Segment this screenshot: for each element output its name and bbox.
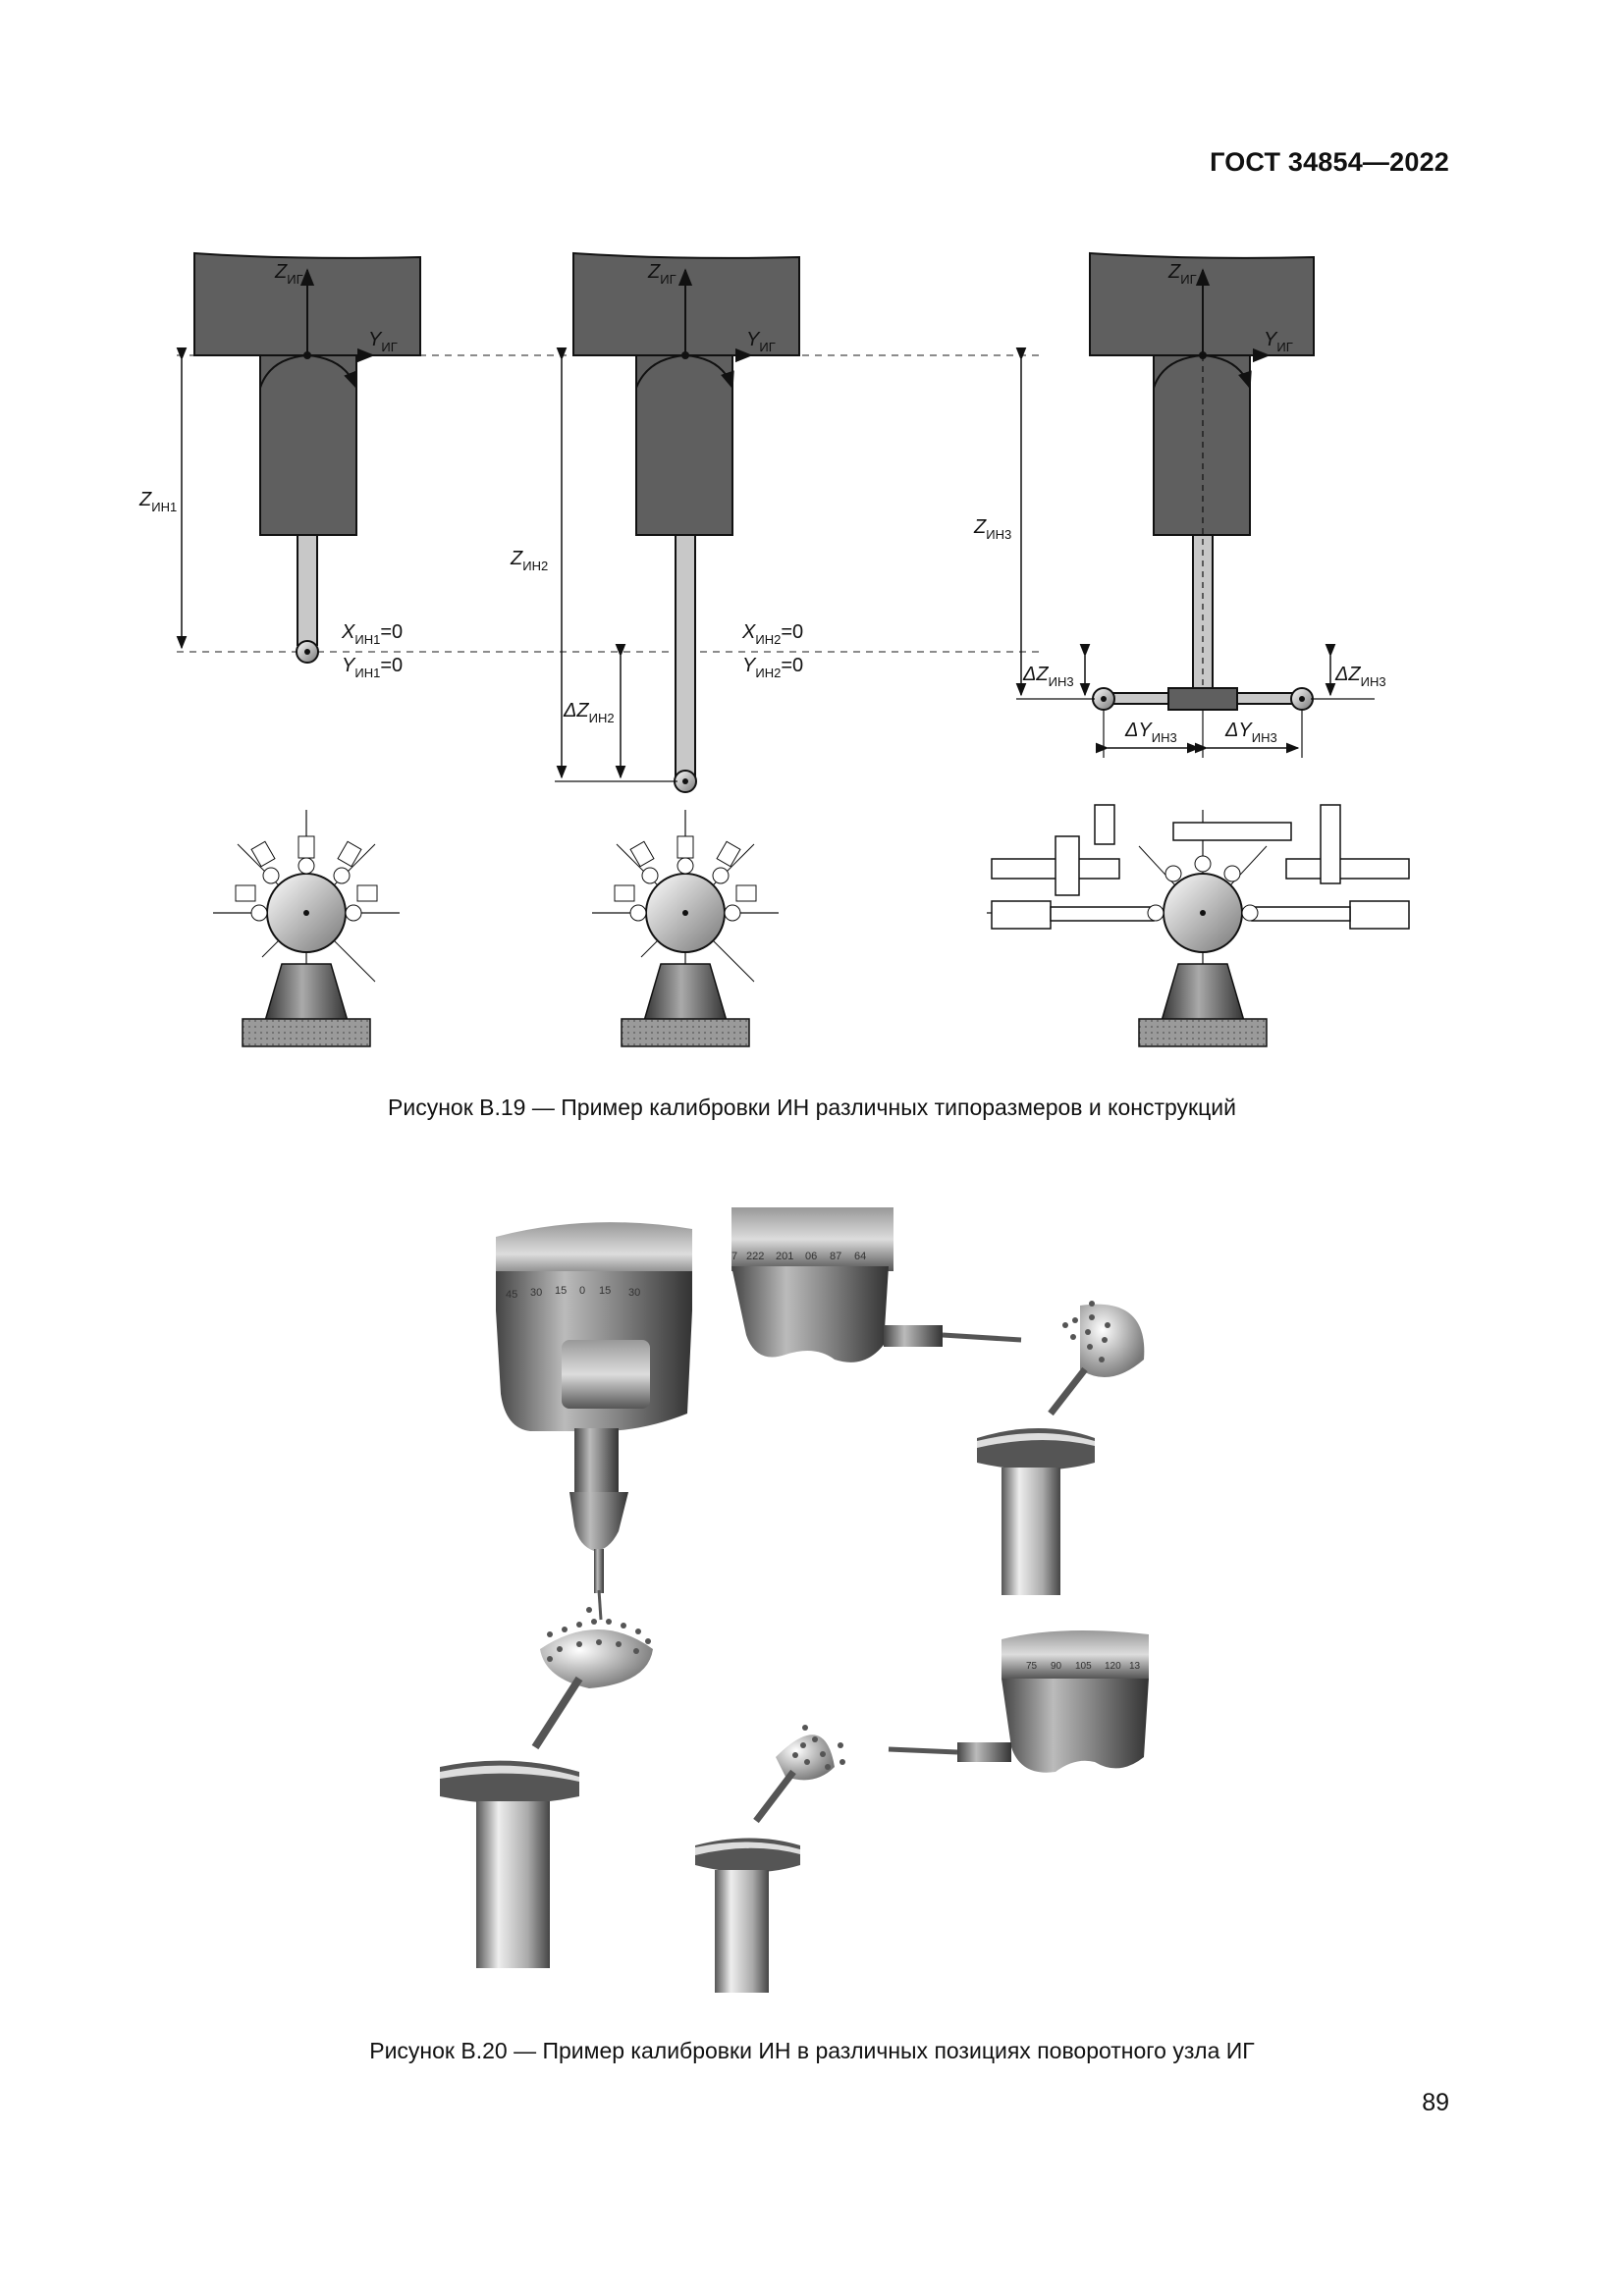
z-ig-label-3: ZИГ (1167, 261, 1197, 287)
z-ig-label-1: ZИГ (274, 261, 303, 287)
figure-20-caption: Рисунок В.20 — Пример калибровки ИН в ра… (369, 2038, 1255, 2063)
calibration-sphere-2 (592, 810, 779, 1047)
svg-text:30: 30 (628, 1287, 640, 1299)
cylinder-stand-b (977, 1428, 1095, 1595)
sphere-with-points-c (753, 1725, 845, 1824)
svg-text:06: 06 (805, 1251, 817, 1262)
dz-in3-label-left: ΔZИН3 (1022, 664, 1074, 689)
probe-head-3 (1089, 251, 1315, 711)
document-header: ГОСТ 34854—2022 (1210, 147, 1449, 177)
y-ig-label-2: YИГ (746, 329, 776, 354)
svg-text:64: 64 (854, 1251, 866, 1262)
z-in1-label: ZИН1 (138, 489, 177, 514)
x-in1-label: XИН1=0 (341, 621, 403, 647)
y-ig-label-1: YИГ (368, 329, 398, 354)
svg-text:15: 15 (599, 1285, 611, 1297)
cylinder-stand-a (440, 1760, 579, 1968)
dy-in3-label-right: ΔYИН3 (1224, 720, 1277, 745)
svg-text:120: 120 (1105, 1661, 1121, 1672)
svg-text:90: 90 (1051, 1661, 1062, 1672)
dimension-z-in2 (555, 347, 677, 782)
svg-text:75: 75 (1026, 1661, 1038, 1672)
z-in2-label: ZИН2 (510, 548, 548, 573)
dz-in2-label: ΔZИН2 (563, 700, 615, 725)
calibration-sphere-3 (987, 804, 1410, 1047)
svg-text:201: 201 (776, 1251, 793, 1262)
figure-20-illustration: 45 30 15 0 15 30 7 222 201 06 87 64 (440, 1207, 1149, 1993)
svg-text:45: 45 (506, 1289, 517, 1301)
probe-head-2 (572, 251, 800, 793)
y-in2-label: YИН2=0 (742, 655, 803, 680)
svg-text:13: 13 (1129, 1661, 1141, 1672)
probe-head-vertical: 45 30 15 0 15 30 (496, 1222, 692, 1621)
svg-text:15: 15 (555, 1285, 567, 1297)
svg-text:0: 0 (579, 1285, 585, 1297)
cylinder-stand-c (695, 1838, 800, 1993)
calibration-sphere-1 (213, 810, 400, 1047)
svg-text:87: 87 (830, 1251, 841, 1262)
z-in3-label: ZИН3 (973, 516, 1011, 542)
svg-text:30: 30 (530, 1287, 542, 1299)
probe-head-horizontal-c: 75 90 105 120 13 (888, 1630, 1149, 1773)
figure-19-caption: Рисунок В.19 — Пример калибровки ИН разл… (388, 1095, 1236, 1120)
svg-text:222: 222 (746, 1251, 764, 1262)
x-in2-label: XИН2=0 (741, 621, 803, 647)
y-ig-label-3: YИГ (1264, 329, 1293, 354)
svg-text:105: 105 (1075, 1661, 1092, 1672)
sphere-with-points-a (531, 1607, 653, 1750)
probe-head-horizontal-b: 7 222 201 06 87 64 (731, 1207, 1022, 1362)
y-in1-label: YИН1=0 (342, 655, 403, 680)
probe-head-1 (193, 251, 421, 664)
dy-in3-label-left: ΔYИН3 (1124, 720, 1177, 745)
dz-in3-label-right: ΔZИН3 (1334, 664, 1386, 689)
page-number: 89 (1422, 2089, 1449, 2116)
z-ig-label-2: ZИГ (647, 261, 677, 287)
svg-text:7: 7 (731, 1251, 737, 1262)
sphere-with-points-b (1048, 1301, 1145, 1416)
dimension-z-in3 (1015, 347, 1375, 758)
